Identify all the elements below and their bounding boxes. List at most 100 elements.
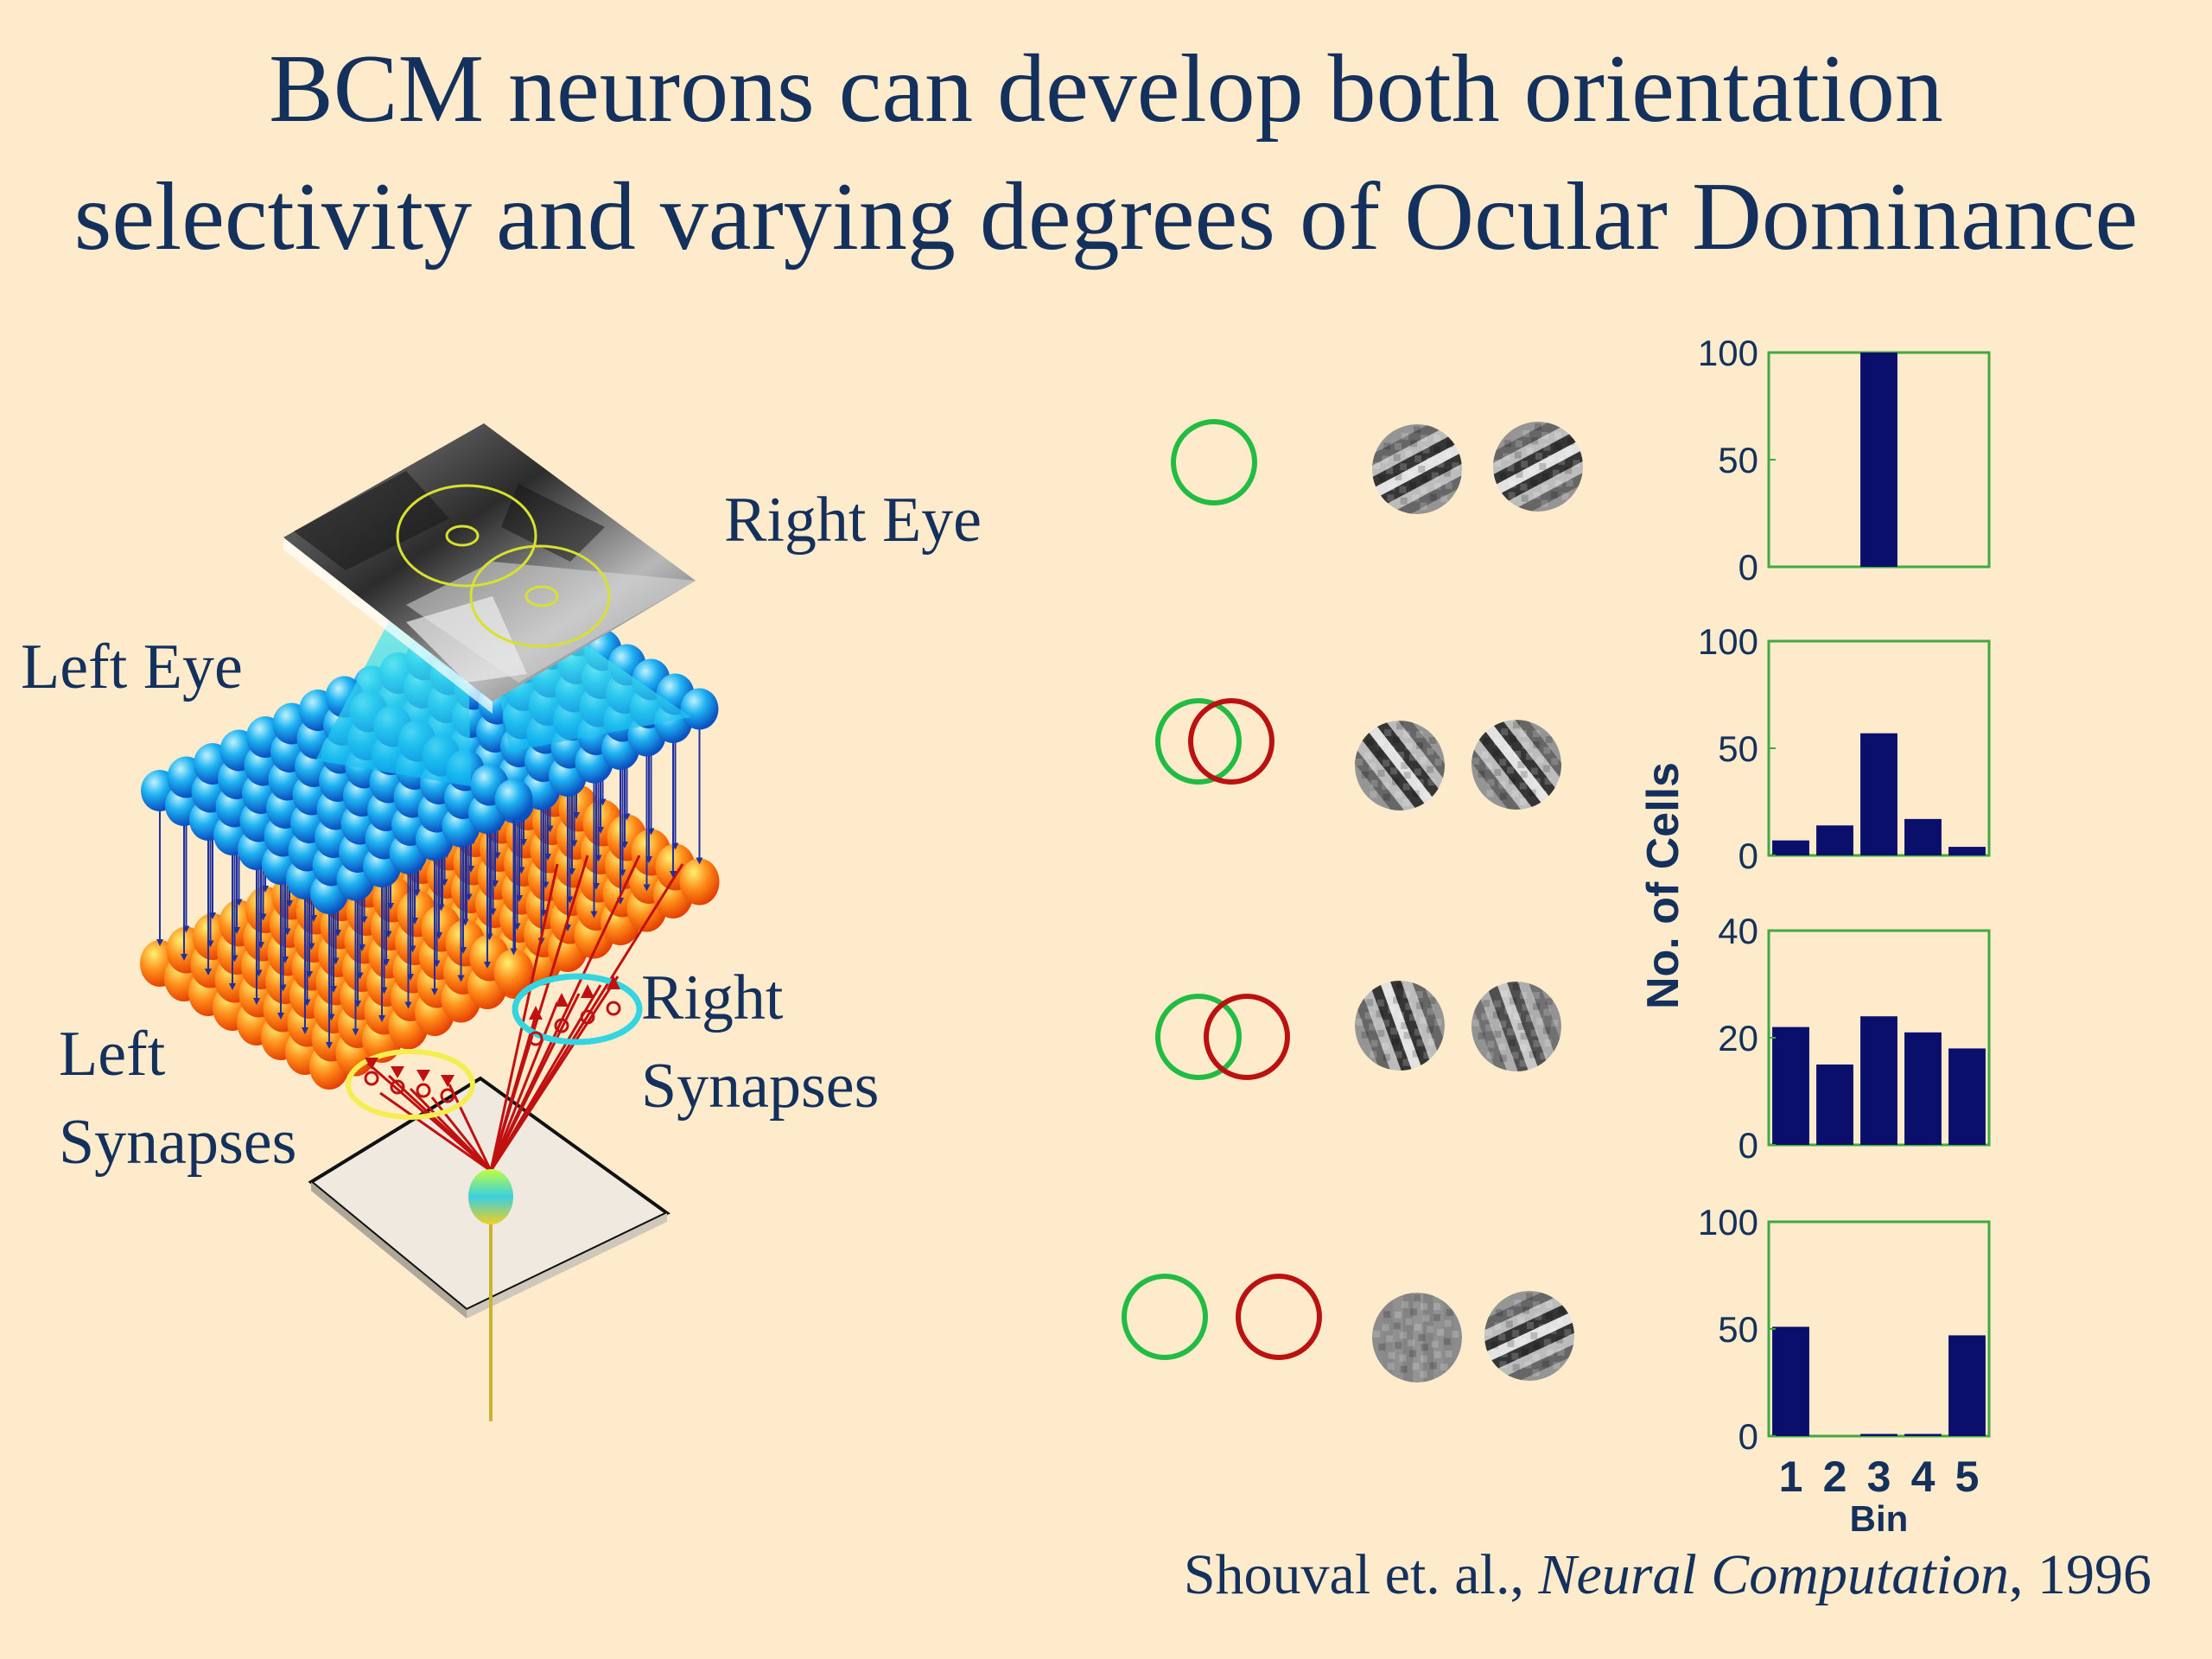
lgn-stalk-tip [671, 842, 679, 850]
receptive-field-patch [1471, 720, 1561, 810]
receptive-field-patch [1355, 721, 1445, 810]
left-eye-circle [1122, 1274, 1208, 1360]
lgn-stalk-tip [593, 883, 600, 890]
left-synapse [364, 1071, 379, 1086]
y-tick-label: 40 [1718, 911, 1758, 951]
bar-bin-5 [1948, 847, 1986, 855]
row-2-eye-circles [1155, 698, 1274, 785]
receptive-field-patch [1372, 1293, 1462, 1382]
synaptic-fiber [489, 855, 641, 1172]
lgn-stalk-tip [359, 944, 365, 951]
lgn-stalk-tip [467, 866, 474, 873]
lgn-stalk-tip [647, 828, 655, 836]
bar-bin-3 [1860, 353, 1897, 567]
x-tick-label: 5 [1955, 1452, 1980, 1501]
left-synapse [416, 1083, 431, 1098]
lgn-stalk-tip [279, 984, 287, 992]
bar-bin-4 [1904, 818, 1942, 855]
bar-bin-1 [1772, 1027, 1809, 1145]
histogram-1: 0 50 100 [1698, 333, 1991, 588]
lgn-stalk-tip [493, 852, 501, 860]
lgn-stalk-tip [404, 1001, 412, 1009]
lgn-stalk-tip [516, 895, 523, 902]
lgn-stalk-tip [546, 825, 554, 833]
receptive-field-patch [1484, 1291, 1574, 1381]
lgn-cell-blue [494, 779, 533, 821]
lgn-stalk-tip [461, 918, 469, 926]
label-right-synapses-line-2: Synapses [641, 1051, 880, 1122]
lgn-stalk-tip [303, 999, 311, 1007]
y-tick-label: 100 [1698, 621, 1758, 662]
citation: Shouval et. al., Neural Computation, 199… [1184, 1542, 2152, 1608]
y-tick-label: 50 [1718, 728, 1758, 769]
right-eye-circle [1236, 1274, 1322, 1360]
lgn-stalk-tip [327, 1014, 335, 1021]
lgn-stalk-tip [599, 798, 607, 806]
receptive-field-patch [1372, 424, 1462, 514]
lgn-stalk-tip [360, 916, 368, 924]
receptive-field-patch [1355, 981, 1445, 1071]
right-synapse-arrow [607, 976, 620, 989]
left-synapse-arrow [365, 1058, 378, 1070]
receptive-field-patch [1471, 982, 1561, 1071]
lgn-stalk-tip [413, 889, 421, 897]
lgn-stalk-tip [569, 868, 575, 875]
lgn-stalk-tip [594, 855, 602, 862]
lgn-stalk-tip [283, 928, 291, 936]
title-line-2: selectivity and varying degrees of Ocula… [73, 163, 2139, 270]
lgn-stalk-tip [332, 957, 340, 965]
label-left-synapses-line-2: Synapses [59, 1107, 297, 1178]
synaptic-fiber [379, 1091, 492, 1173]
left-synapse-arrow [416, 1070, 430, 1082]
y-tick-label: 100 [1698, 333, 1758, 373]
lgn-stalk-tip [181, 954, 188, 961]
left-synapse [390, 1079, 405, 1095]
y-tick-label: 50 [1718, 440, 1758, 480]
left-eye-circle [1155, 698, 1242, 785]
right-eye-circle [1204, 994, 1290, 1080]
lgn-stalk-tip [231, 955, 238, 963]
left-eye-circle [1171, 419, 1257, 505]
bar-bin-1 [1772, 1326, 1809, 1436]
lgn-stalk-tip [623, 813, 631, 821]
lgn-cell-orange [493, 949, 534, 996]
row-4-eye-circles [1122, 1274, 1322, 1360]
right-eye-circle [1188, 698, 1274, 785]
lgn-stalk-tip [387, 903, 394, 910]
label-left-synapses-line-1: Left [59, 1019, 166, 1090]
right-synapses-ring [512, 973, 643, 1046]
lgn-stalk-tip [435, 932, 442, 939]
conditions-panel [1122, 419, 1583, 1382]
left-synapse [440, 1088, 455, 1103]
synaptic-fiber [489, 863, 684, 1172]
lgn-stalk-tip [259, 913, 267, 921]
lgn-stalk-tip [573, 812, 580, 819]
lgn-stalk-tip [643, 884, 651, 892]
left-synapses-ring [346, 1049, 475, 1120]
bar-bin-3 [1860, 1433, 1897, 1436]
row-1-eye-circles [1171, 419, 1257, 505]
lgn-stalk-tip [255, 969, 263, 977]
lgn-stalk-tip [229, 983, 236, 990]
synaptic-fiber [448, 1084, 493, 1172]
lgn-stalk-tip [513, 923, 521, 931]
lgn-stalk-tip [520, 839, 527, 846]
lgn-stalk-tip [182, 925, 190, 933]
receptive-field-patch [1493, 422, 1583, 512]
synaptic-fiber [489, 1001, 559, 1172]
citation-journal: Neural Computation [1538, 1543, 2009, 1606]
lgn-stalk-tip [380, 987, 388, 995]
binocular-network-diagram [140, 423, 720, 1421]
y-tick-label: 0 [1738, 547, 1758, 588]
lgn-stalk-tip [302, 1027, 308, 1034]
receptive-field-patches [1355, 422, 1583, 1382]
right-receptive-field-ring [469, 544, 611, 648]
lgn-stalk-tip [352, 1028, 359, 1036]
bar-bin-2 [1816, 825, 1853, 855]
lgn-stalk-tip [326, 1042, 333, 1049]
lgn-stalk-tip [282, 957, 289, 963]
lgn-stalk-tip [330, 986, 337, 993]
